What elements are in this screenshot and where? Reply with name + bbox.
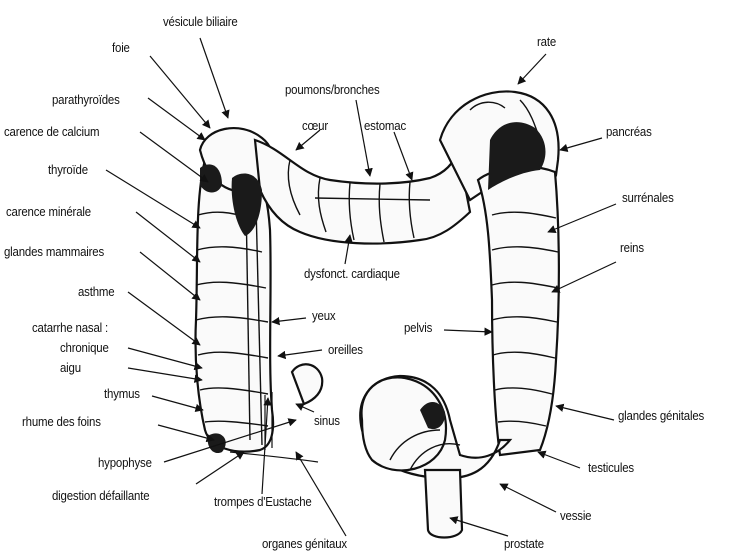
label-estomac: estomac <box>364 118 406 133</box>
label-reins: reins <box>620 240 644 255</box>
label-rate: rate <box>537 34 556 49</box>
label-prostate: prostate <box>504 536 544 551</box>
label-pancreas: pancréas <box>606 124 652 139</box>
label-glandes-genitales: glandes génitales <box>618 408 704 423</box>
label-surrenales: surrénales <box>622 190 674 205</box>
label-aigu: aigu <box>60 360 81 375</box>
label-sinus: sinus <box>314 413 340 428</box>
label-carence-calcium: carence de calcium <box>4 124 99 139</box>
label-trompes: trompes d'Eustache <box>214 494 312 509</box>
label-catarrhe-nasal: catarrhe nasal : <box>32 320 108 335</box>
label-organes-genitaux: organes génitaux <box>262 536 347 551</box>
appendix <box>292 364 322 404</box>
transverse-colon <box>255 140 470 244</box>
label-hypophyse: hypophyse <box>98 455 152 470</box>
label-chronique: chronique <box>60 340 109 355</box>
label-glandes-mammaires: glandes mammaires <box>4 244 104 259</box>
label-parathyroides: parathyroïdes <box>52 92 120 107</box>
label-vesicule-biliaire: vésicule biliaire <box>163 14 238 29</box>
label-poumons: poumons/bronches <box>285 82 379 97</box>
label-carence-minerale: carence minérale <box>6 204 91 219</box>
label-asthme: asthme <box>78 284 114 299</box>
descending-colon <box>478 167 559 455</box>
label-dysfonct: dysfonct. cardiaque <box>304 266 400 281</box>
rectum <box>425 470 462 538</box>
label-vessie: vessie <box>560 508 591 523</box>
label-rhume-foins: rhume des foins <box>22 414 101 429</box>
label-thyroide: thyroïde <box>48 162 88 177</box>
label-coeur: cœur <box>302 118 328 133</box>
label-pelvis: pelvis <box>404 320 432 335</box>
label-oreilles: oreilles <box>328 342 363 357</box>
label-foie: foie <box>112 40 130 55</box>
label-testicules: testicules <box>588 460 634 475</box>
label-thymus: thymus <box>104 386 140 401</box>
label-yeux: yeux <box>312 308 335 323</box>
label-digestion: digestion défaillante <box>52 488 149 503</box>
